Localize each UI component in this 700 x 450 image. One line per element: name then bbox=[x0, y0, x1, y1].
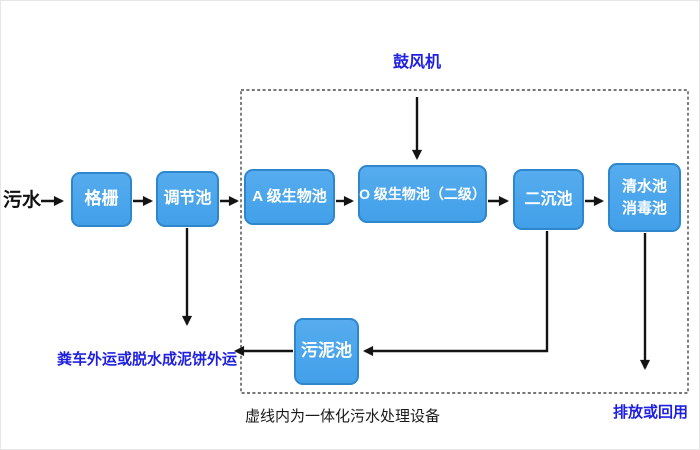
node-clearwater-disinfection-tank: 清水池 消毒池 bbox=[608, 163, 681, 232]
node-sludge-tank-label: 污泥池 bbox=[301, 341, 352, 361]
node-secondary-sedimentation-tank: 二沉池 bbox=[513, 169, 584, 230]
arrow-secondary-to-sludge bbox=[362, 231, 549, 357]
node-a-grade-bio-tank: A 级生物池 bbox=[244, 169, 335, 225]
label-sewage-inflow: 污水 bbox=[3, 190, 42, 211]
node-o-grade-bio-tank-label: O 级生物池（二级） bbox=[359, 185, 486, 202]
node-disinfection-tank-label: 消毒池 bbox=[621, 199, 667, 217]
node-clearwater-tank-label: 清水池 bbox=[621, 177, 667, 195]
node-regulating-tank: 调节池 bbox=[156, 171, 219, 227]
node-sludge-tank: 污泥池 bbox=[294, 318, 359, 385]
node-o-grade-bio-tank: O 级生物池（二级） bbox=[358, 165, 487, 223]
node-grille: 格栅 bbox=[71, 172, 132, 227]
node-regulating-tank-label: 调节池 bbox=[163, 190, 212, 208]
label-sludge-disposal: 粪车外运或脱水成泥饼外运 bbox=[57, 351, 238, 368]
node-grille-label: 格栅 bbox=[84, 189, 119, 209]
node-secondary-sedimentation-tank-label: 二沉池 bbox=[524, 190, 573, 208]
label-discharge-or-reuse: 排放或回用 bbox=[613, 404, 689, 421]
label-blower: 鼓风机 bbox=[393, 54, 442, 71]
label-dashed-box-caption: 虚线内为一体化污水处理设备 bbox=[245, 408, 441, 425]
node-a-grade-bio-tank-label: A 级生物池 bbox=[252, 188, 327, 206]
dashed-equipment-boundary bbox=[240, 89, 689, 394]
